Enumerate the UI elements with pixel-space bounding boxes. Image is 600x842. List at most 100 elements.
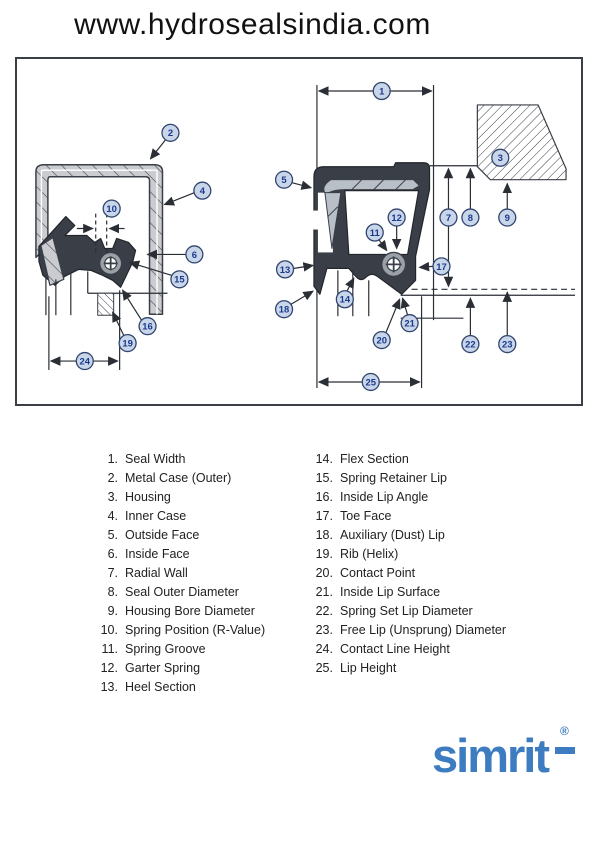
legend-item-label: Lip Height: [340, 661, 397, 675]
callout-3: 3: [491, 148, 510, 167]
callout-6: 6: [185, 245, 204, 264]
legend-column-left: 1.Seal Width 2. Metal Case (Outer) 3.Housin…: [88, 450, 298, 697]
svg-text:18: 18: [279, 305, 290, 316]
svg-text:6: 6: [192, 250, 197, 261]
legend-item-number: 19.: [315, 547, 333, 561]
legend-item-number: 14.: [315, 452, 333, 466]
legend-item-label: Auxiliary (Dust) Lip: [340, 528, 445, 542]
legend-item-label: Inside Lip Surface: [340, 585, 441, 599]
svg-text:7: 7: [446, 213, 451, 224]
callout-1: 1: [372, 81, 391, 101]
svg-text:13: 13: [280, 265, 291, 276]
legend-item: 23. Free Lip (Unsprung) Diameter: [303, 621, 563, 640]
legend-item: 6. Inside Face: [88, 545, 298, 564]
outside-face-notch: [310, 210, 323, 230]
callout-19: 19: [118, 333, 137, 353]
legend-item-number: 23.: [315, 623, 333, 637]
legend-item-label: Seal Outer Diameter: [125, 585, 239, 599]
case-chamfer-piece: [40, 236, 65, 286]
svg-text:14: 14: [340, 295, 351, 306]
callout-21: 21: [400, 314, 419, 333]
callout-22: 22: [461, 334, 480, 354]
callout-11: 11: [365, 223, 384, 242]
legend-item: 21.Inside Lip Surface: [303, 583, 563, 602]
svg-text:1: 1: [379, 86, 384, 97]
diameter-arrows: [465, 167, 513, 337]
legend-item: 3.Housing: [88, 488, 298, 507]
svg-text:2: 2: [168, 128, 173, 139]
legend-item-number: 22.: [315, 604, 333, 618]
svg-text:9: 9: [505, 213, 510, 224]
legend-item: 8. Seal Outer Diameter: [88, 583, 298, 602]
legend-item: 14. Flex Section: [303, 450, 563, 469]
legend-item: 25.Lip Height: [303, 659, 563, 678]
legend-item: 22.Spring Set Lip Diameter: [303, 602, 563, 621]
legend-item-label: Radial Wall: [125, 566, 188, 580]
svg-text:21: 21: [404, 319, 415, 330]
rib-helix-band: [97, 292, 115, 316]
metal-insert-leg: [324, 192, 342, 249]
svg-text:5: 5: [281, 175, 286, 186]
legend-item: 11.Spring Groove: [88, 640, 298, 659]
legend-item-label: Outside Face: [125, 528, 200, 542]
svg-text:15: 15: [174, 275, 185, 286]
legend-item-number: 18.: [315, 528, 333, 542]
legend-item: 1.Seal Width: [88, 450, 298, 469]
legend-item-label: Inside Face: [125, 547, 190, 561]
legend-item-label: Spring Retainer Lip: [340, 471, 448, 485]
legend-item-number: 12.: [100, 661, 118, 675]
legend-item-label: Spring Position (R-Value): [125, 623, 266, 637]
callout-25: 25: [361, 372, 380, 392]
legend-item-number: 10.: [100, 623, 118, 637]
callout-4: 4: [193, 181, 212, 200]
legend-item: 18. Auxiliary (Dust) Lip: [303, 526, 563, 545]
inner-case-separation: [40, 169, 158, 315]
legend-item: 16.Inside Lip Angle: [303, 488, 563, 507]
legend-item-number: 2.: [107, 471, 118, 485]
callout-20: 20: [372, 330, 391, 350]
svg-text:17: 17: [436, 262, 447, 273]
svg-text:24: 24: [80, 356, 91, 367]
callout-14: 14: [335, 290, 354, 309]
svg-text:22: 22: [465, 339, 476, 350]
svg-text:11: 11: [370, 228, 380, 239]
simrit-logo: simrit ®: [432, 724, 582, 788]
legend-item: 19. Rib (Helix): [303, 545, 563, 564]
metal-case-outer: [35, 163, 164, 315]
legend-item: 7.Radial Wall: [88, 564, 298, 583]
svg-text:12: 12: [391, 213, 402, 224]
legend-item-label: Rib (Helix): [340, 547, 399, 561]
callout-8: 8: [461, 208, 480, 227]
legend-item-number: 8.: [107, 585, 118, 599]
legend-item: 10. Spring Position (R-Value): [88, 621, 298, 640]
svg-text:23: 23: [502, 339, 513, 350]
legend-item-number: 13.: [100, 680, 118, 694]
legend-item-label: Contact Point: [340, 566, 416, 580]
callout-13: 13: [275, 260, 295, 279]
legend-item-label: Flex Section: [340, 452, 409, 466]
callout-24: 24: [75, 351, 94, 371]
legend-item-label: Housing Bore Diameter: [125, 604, 255, 618]
callout-7: 7: [439, 208, 458, 227]
legend-item: 17.Toe Face: [303, 507, 563, 526]
legend-item-number: 6.: [107, 547, 118, 561]
legend-item-number: 16.: [315, 490, 333, 504]
callout-2: 2: [161, 123, 180, 142]
legend-item-number: 11.: [101, 642, 118, 656]
svg-text:8: 8: [468, 213, 473, 224]
callout-16: 16: [138, 317, 157, 336]
callout-12: 12: [387, 208, 406, 227]
right-reference-lines: [337, 270, 576, 388]
legend-item-label: Toe Face: [340, 509, 392, 523]
site-url: www.hydrosealsindia.com: [74, 8, 431, 41]
legend-item-label: Metal Case (Outer): [125, 471, 232, 485]
insert-hatch-ticks: [327, 179, 406, 217]
legend-item-label: Contact Line Height: [340, 642, 450, 656]
svg-text:3: 3: [498, 153, 503, 164]
legend-item-label: Free Lip (Unsprung) Diameter: [340, 623, 507, 637]
legend-item: 15.Spring Retainer Lip: [303, 469, 563, 488]
callout-10: 10: [102, 199, 121, 218]
